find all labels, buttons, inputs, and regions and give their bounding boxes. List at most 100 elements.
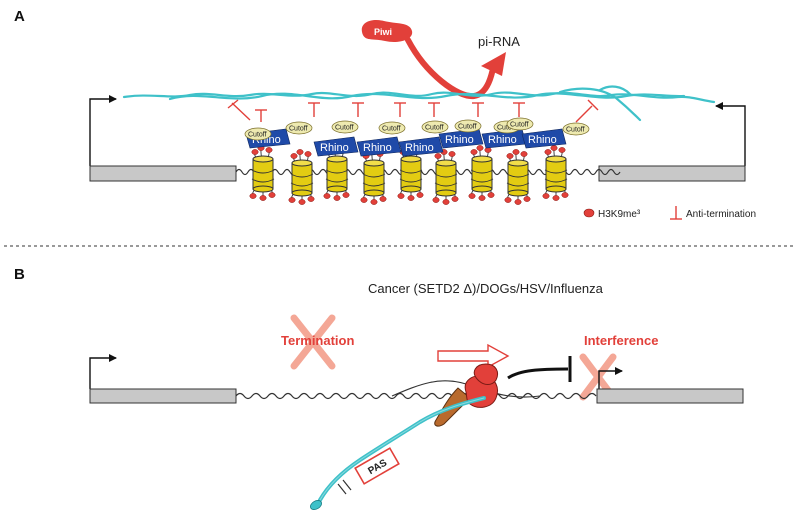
cutoff-label: Cutoff [510, 122, 529, 129]
gene-box-left-a [89, 165, 237, 182]
tss-arrow-left-a [89, 95, 117, 166]
anti-termination-legend-label: Anti-termination [686, 209, 756, 220]
nucleosome [360, 149, 387, 205]
cutoff-protein: Cutoff [421, 120, 449, 134]
anti-termination-mark [227, 99, 251, 121]
gene-box-left-b [89, 388, 237, 404]
h3k9me3-mark [370, 199, 378, 205]
rhino-label: Rhino [405, 142, 434, 154]
h3k9me3-mark [468, 193, 476, 199]
interference-label: Interference [584, 333, 658, 348]
cutoff-label: Cutoff [497, 125, 516, 132]
readthrough-arrow [437, 343, 510, 369]
h3k9me3-mark [512, 149, 520, 155]
pirna-label: pi-RNA [478, 34, 520, 49]
h3k9me3-mark [323, 193, 331, 199]
cutoff-label: Cutoff [425, 125, 444, 132]
rhino-protein: Rhino [398, 136, 444, 157]
h3k9me3-mark [442, 199, 450, 205]
cutoff-protein: Cutoff [244, 127, 272, 141]
rhino-protein: Rhino [313, 136, 359, 157]
h3k9me3-mark [550, 145, 558, 151]
h3k9me3-mark [552, 195, 560, 201]
cutoff-label: Cutoff [289, 126, 308, 133]
anti-termination-marks [227, 99, 599, 123]
h3k9me3-mark [259, 195, 267, 201]
h3k9me3-mark [268, 192, 276, 198]
cutoff-protein: Cutoff [285, 121, 313, 135]
h3k9me3-mark [448, 151, 456, 157]
h3k9me3-mark [416, 192, 424, 198]
h3k9me3-mark [290, 153, 298, 159]
cutoff-protein: Cutoff [454, 119, 482, 133]
h3k9me3-mark [333, 195, 341, 201]
cutoff-label: Cutoff [566, 127, 585, 134]
nucleosome [468, 145, 495, 201]
anti-termination-mark [255, 109, 267, 122]
panel-b-letter: B [14, 266, 25, 283]
h3k9me3-mark [434, 153, 442, 159]
rhino-protein: Rhino [521, 128, 567, 149]
cutoff-protein: Cutoff [378, 121, 406, 135]
h3k9me3-mark [542, 193, 550, 199]
h3k9me3-mark [379, 196, 387, 202]
h3k9me3-mark [487, 192, 495, 198]
h3k9me3-mark [506, 153, 514, 159]
h3k9me3-legend-label: H3K9me³ [598, 209, 641, 220]
rhino-protein: Rhino [438, 128, 484, 149]
cutoff-label: Cutoff [382, 126, 401, 133]
anti-termination-mark [575, 99, 599, 123]
dna-strand-panel-b [235, 392, 597, 400]
h3k9me3-mark [558, 147, 566, 153]
nascent-rna-panel-b [318, 396, 486, 502]
termination-label: Termination [281, 333, 354, 348]
h3k9me3-mark [470, 149, 478, 155]
cutoff-protein: Cutoff [562, 122, 590, 136]
h3k9me3-mark [407, 195, 415, 201]
nucleosome [542, 145, 569, 201]
h3k9me3-mark [249, 193, 257, 199]
cutoff-protein: Cutoff [506, 117, 534, 131]
anti-termination-legend-icon [670, 206, 682, 220]
h3k9me3-mark [307, 196, 315, 202]
cutoff-label: Cutoff [458, 124, 477, 131]
rna-transcript-panel-a [122, 85, 716, 122]
rhino-label: Rhino [445, 134, 474, 146]
h3k9me3-mark [251, 149, 259, 155]
h3k9me3-mark [476, 145, 484, 151]
anti-termination-mark [352, 102, 364, 117]
piwi-protein: Piwi [361, 20, 413, 42]
pas-signal: PAS [354, 447, 400, 485]
nascent-rna-panel-b-inner [319, 397, 485, 501]
nucleosome [288, 149, 315, 205]
termination-cross-icon [290, 314, 336, 370]
cutoff-label: Cutoff [335, 125, 354, 132]
rhino-label: Rhino [488, 134, 517, 146]
h3k9me3-mark [397, 193, 405, 199]
panel-b-heading: Cancer (SETD2 Δ)/DOGs/HSV/Influenza [368, 281, 604, 296]
nucleosome [249, 145, 276, 201]
h3k9me3-mark [514, 199, 522, 205]
pirna-arrowhead [481, 52, 506, 76]
gene-box-right-a [598, 165, 746, 182]
rhino-label: Rhino [528, 134, 557, 146]
rhino-label: Rhino [320, 142, 349, 154]
anti-termination-mark [472, 102, 484, 117]
h3k9me3-mark [298, 199, 306, 205]
cleavage-site-icon [337, 479, 352, 495]
h3k9me3-mark [520, 151, 528, 157]
anti-termination-mark [428, 102, 440, 117]
interference-inhibition-line [507, 367, 569, 380]
h3k9me3-mark [451, 196, 459, 202]
h3k9me3-mark [342, 192, 350, 198]
rhino-protein: Rhino [356, 136, 402, 157]
tss-arrow-right-b [598, 367, 623, 389]
h3k9me3-mark [265, 147, 273, 153]
panel-a-letter: A [14, 8, 25, 25]
h3k9me3-mark [523, 196, 531, 202]
rhino-protein: Rhino [481, 128, 527, 149]
h3k9me3-mark [478, 195, 486, 201]
